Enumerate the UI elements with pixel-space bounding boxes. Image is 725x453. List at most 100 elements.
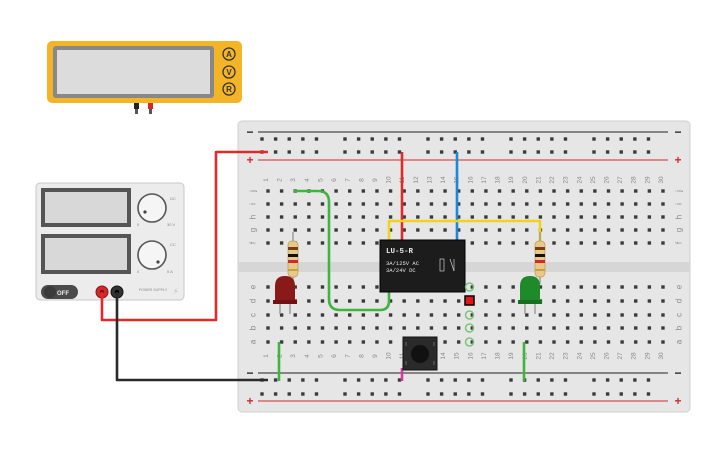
breadboard-hole[interactable] (620, 299, 624, 303)
rail-hole[interactable] (356, 392, 361, 396)
rail-hole[interactable] (370, 378, 374, 382)
breadboard-hole[interactable] (307, 202, 311, 206)
breadboard-hole[interactable] (266, 202, 270, 206)
breadboard-hole[interactable] (593, 228, 597, 232)
rail-hole[interactable] (522, 392, 527, 396)
breadboard-hole[interactable] (416, 299, 420, 303)
rail-hole[interactable] (426, 378, 430, 382)
breadboard-hole[interactable] (456, 313, 461, 317)
breadboard-hole[interactable] (552, 340, 556, 344)
breadboard-hole[interactable] (525, 215, 529, 219)
rail-hole[interactable] (287, 137, 291, 141)
rail-hole[interactable] (633, 137, 637, 141)
breadboard-hole[interactable] (593, 340, 597, 344)
breadboard-hole[interactable] (320, 326, 325, 330)
rail-hole[interactable] (439, 392, 444, 396)
breadboard-hole[interactable] (661, 340, 665, 344)
breadboard-hole[interactable] (606, 285, 611, 289)
breadboard-hole[interactable] (579, 326, 583, 330)
breadboard-hole[interactable] (443, 340, 447, 344)
breadboard-hole[interactable] (388, 340, 393, 344)
breadboard-hole[interactable] (470, 285, 474, 289)
breadboard-hole[interactable] (606, 313, 611, 317)
breadboard-hole[interactable] (538, 189, 543, 193)
breadboard-hole[interactable] (402, 215, 406, 219)
breadboard-hole[interactable] (565, 241, 570, 245)
breadboard-hole[interactable] (497, 189, 502, 193)
breadboard-hole[interactable] (375, 285, 379, 289)
breadboard-hole[interactable] (606, 202, 611, 206)
breadboard-hole[interactable] (266, 228, 270, 232)
breadboard-hole[interactable] (484, 340, 488, 344)
rail-hole[interactable] (536, 150, 540, 154)
rail-hole[interactable] (397, 137, 402, 141)
breadboard-hole[interactable] (375, 189, 379, 193)
rail-hole[interactable] (439, 378, 444, 382)
breadboard-hole[interactable] (552, 241, 556, 245)
breadboard-hole[interactable] (293, 326, 297, 330)
breadboard-hole[interactable] (266, 215, 270, 219)
breadboard-hole[interactable] (579, 202, 583, 206)
breadboard-hole[interactable] (511, 241, 515, 245)
breadboard-hole[interactable] (552, 215, 556, 219)
breadboard-hole[interactable] (565, 299, 570, 303)
breadboard-hole[interactable] (402, 313, 406, 317)
rail-hole[interactable] (605, 150, 610, 154)
multimeter-button-a[interactable]: A (222, 47, 236, 61)
breadboard-hole[interactable] (416, 313, 420, 317)
breadboard-hole[interactable] (456, 228, 461, 232)
breadboard-hole[interactable] (320, 340, 325, 344)
breadboard-hole[interactable] (606, 189, 611, 193)
rail-hole[interactable] (273, 150, 278, 154)
breadboard-hole[interactable] (525, 313, 529, 317)
breadboard-hole[interactable] (634, 340, 638, 344)
breadboard-hole[interactable] (334, 241, 338, 245)
breadboard-hole[interactable] (497, 215, 502, 219)
rail-hole[interactable] (301, 137, 305, 141)
breadboard-hole[interactable] (266, 189, 270, 193)
breadboard-hole[interactable] (606, 326, 611, 330)
rail-hole[interactable] (619, 150, 623, 154)
breadboard-hole[interactable] (511, 228, 515, 232)
breadboard-hole[interactable] (334, 202, 338, 206)
rail-hole[interactable] (301, 392, 305, 396)
breadboard-hole[interactable] (538, 285, 543, 289)
breadboard-hole[interactable] (593, 215, 597, 219)
breadboard-hole[interactable] (416, 326, 420, 330)
breadboard-hole[interactable] (470, 228, 474, 232)
rail-hole[interactable] (522, 150, 527, 154)
breadboard-hole[interactable] (293, 215, 297, 219)
rail-hole[interactable] (592, 137, 596, 141)
breadboard-hole[interactable] (525, 340, 529, 344)
rail-hole[interactable] (453, 150, 457, 154)
breadboard-hole[interactable] (293, 340, 297, 344)
breadboard-hole[interactable] (320, 215, 325, 219)
breadboard-hole[interactable] (375, 215, 379, 219)
rail-hole[interactable] (426, 137, 430, 141)
breadboard-hole[interactable] (334, 340, 338, 344)
breadboard-hole[interactable] (361, 241, 366, 245)
breadboard-hole[interactable] (388, 228, 393, 232)
rail-hole[interactable] (287, 392, 291, 396)
breadboard-hole[interactable] (661, 202, 665, 206)
breadboard-hole[interactable] (334, 299, 338, 303)
breadboard-hole[interactable] (552, 313, 556, 317)
breadboard-hole[interactable] (511, 340, 515, 344)
breadboard-hole[interactable] (456, 202, 461, 206)
breadboard-hole[interactable] (266, 241, 270, 245)
rail-hole[interactable] (343, 150, 347, 154)
breadboard-hole[interactable] (388, 215, 393, 219)
breadboard-hole[interactable] (320, 241, 325, 245)
breadboard-hole[interactable] (579, 340, 583, 344)
breadboard-hole[interactable] (402, 299, 406, 303)
breadboard-hole[interactable] (647, 189, 652, 193)
rail-hole[interactable] (260, 392, 264, 396)
breadboard-hole[interactable] (620, 313, 624, 317)
breadboard-hole[interactable] (307, 241, 311, 245)
breadboard-hole[interactable] (497, 299, 502, 303)
breadboard-hole[interactable] (579, 215, 583, 219)
breadboard-hole[interactable] (443, 228, 447, 232)
breadboard-hole[interactable] (579, 228, 583, 232)
rail-hole[interactable] (550, 137, 554, 141)
